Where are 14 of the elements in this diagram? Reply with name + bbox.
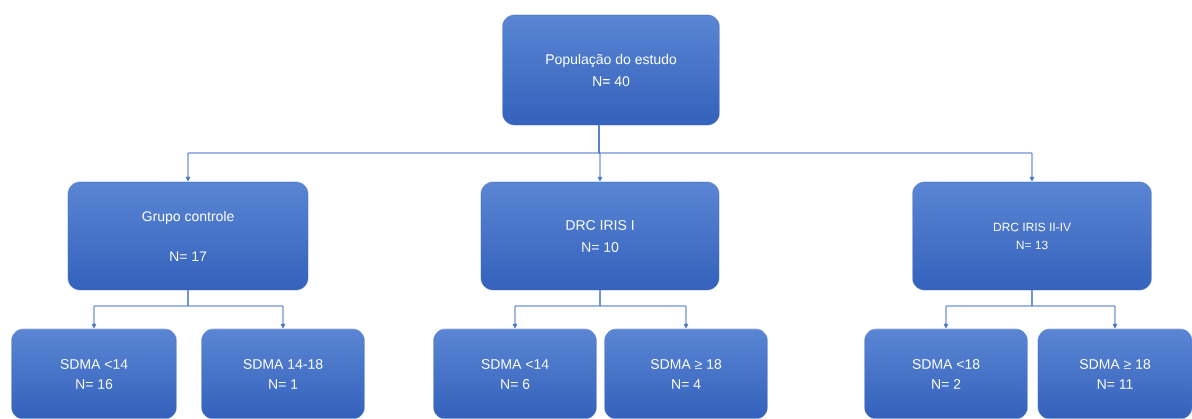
subgroup-box: SDMA <14 N= 16 — [11, 328, 177, 419]
arrow — [1031, 289, 1118, 329]
arrow — [599, 289, 689, 329]
subgroup-box: SDMA <14 N= 6 — [433, 328, 597, 419]
population-box: População do estudo N= 40 — [502, 14, 720, 126]
group-box: DRC IRIS II-IV N= 13 — [912, 181, 1152, 291]
group-box: Grupo controle N= 17 — [67, 181, 309, 291]
arrow — [187, 289, 286, 329]
subgroup-box: SDMA 14-18 N= 1 — [201, 328, 365, 419]
arrow — [598, 124, 1035, 182]
group-box: DRC IRIS I N= 10 — [480, 181, 720, 291]
subgroup-box: SDMA ≥ 18 N= 11 — [1037, 328, 1192, 419]
subgroup-box: SDMA <18 N= 2 — [864, 328, 1028, 419]
subgroup-box: SDMA ≥ 18 N= 4 — [604, 328, 768, 419]
